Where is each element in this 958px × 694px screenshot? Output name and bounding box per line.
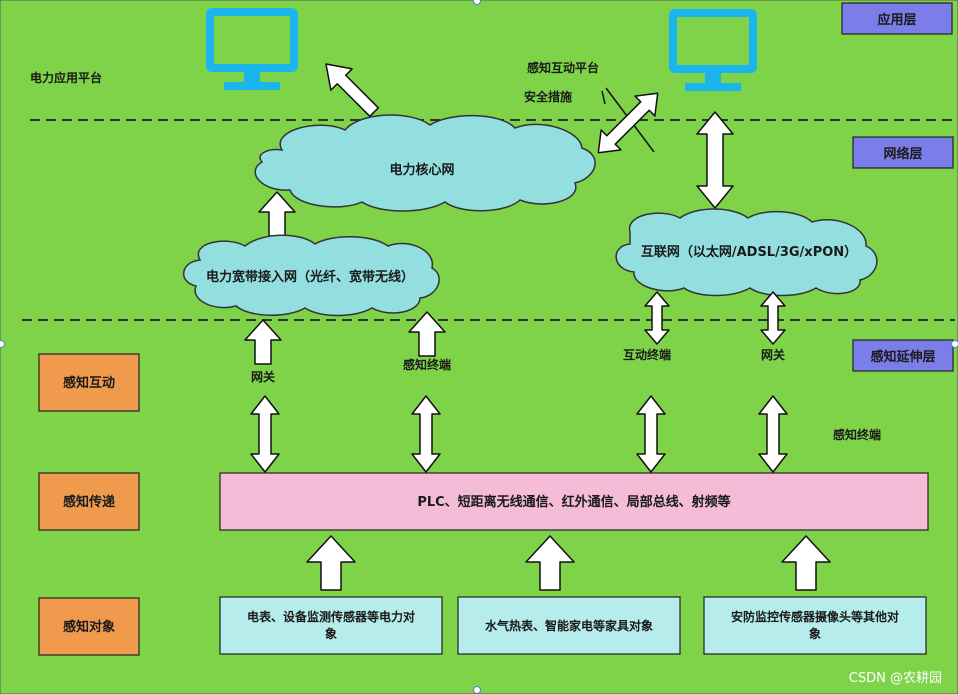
object-box-power-line1: 电表、设备监测传感器等电力对 [247, 609, 415, 624]
selection-handle-left[interactable] [0, 340, 5, 348]
interaction-platform-label: 感知互动平台 [527, 60, 599, 75]
object-box-security-line2: 象 [809, 626, 821, 641]
transport-bar: PLC、短距离无线通信、红外通信、局部总线、射频等 [219, 472, 929, 531]
arrow-gateway-internet [760, 291, 786, 345]
arrow-objects-power [306, 535, 356, 591]
cloud-core-network-text: 电力核心网 [389, 162, 454, 178]
layer-tag-network: 网络层 [852, 136, 954, 169]
label-gateway-right: 网关 [761, 347, 785, 362]
arrow-objects-home [525, 535, 575, 591]
monitor-icon [669, 9, 757, 91]
object-box-power-line2: 象 [325, 626, 337, 641]
security-label: 安全措施 [524, 89, 572, 104]
cloud-broadband-network-text: 电力宽带接入网（光纤、宽带无线） [206, 269, 414, 285]
selection-handle-top[interactable] [473, 0, 481, 5]
object-box-home-text: 水气热表、智能家电等家具对象 [485, 618, 653, 633]
label-terminal-mid: 感知终端 [403, 357, 451, 372]
cloud-broadband-network: 电力宽带接入网（光纤、宽带无线） [183, 234, 440, 317]
power-app-platform-label: 电力应用平台 [30, 70, 102, 85]
arrow-internet-monitor [696, 111, 734, 209]
monitor-icon [206, 8, 298, 90]
arrow-core-interaction [597, 92, 659, 154]
object-box-home: 水气热表、智能家电等家具对象 [457, 596, 681, 655]
layer-tag-network-text: 网络层 [883, 146, 922, 162]
cloud-core-network: 电力核心网 [254, 114, 596, 212]
object-box-power: 电表、设备监测传感器等电力对 象 [219, 596, 443, 655]
arrow-interact-terminal-internet [644, 291, 670, 345]
security-slash-small [601, 90, 606, 105]
cloud-internet-text: 互联网（以太网/ADSL/3G/xPON） [641, 244, 857, 260]
label-interact-terminal: 互动终端 [623, 347, 671, 362]
arrow-bar-gateway-left [250, 395, 280, 473]
layer-tag-application-text: 应用层 [877, 12, 916, 28]
watermark: CSDN @农耕园 [849, 670, 942, 686]
arrow-core-to-app [325, 63, 380, 118]
label-gateway-left: 网关 [251, 369, 275, 384]
arrow-objects-security [781, 535, 831, 591]
side-box-transfer-text: 感知传递 [63, 494, 115, 510]
selection-handle-bottom[interactable] [473, 686, 481, 694]
layer-tag-extension-text: 感知延伸层 [870, 349, 935, 365]
layer-tag-application: 应用层 [841, 2, 953, 35]
side-box-interaction: 感知互动 [38, 353, 140, 412]
selection-handle-right[interactable] [951, 340, 958, 348]
cloud-internet: 互联网（以太网/ADSL/3G/xPON） [615, 208, 878, 297]
object-box-security: 安防监控传感器摄像头等其他对 象 [703, 596, 927, 655]
side-box-interaction-text: 感知互动 [63, 375, 115, 391]
arrow-bar-terminal-mid [411, 395, 441, 473]
arrow-bar-gateway-right [758, 395, 788, 473]
transport-bar-text: PLC、短距离无线通信、红外通信、局部总线、射频等 [417, 494, 730, 510]
side-box-objects: 感知对象 [38, 597, 140, 656]
layer-tag-extension: 感知延伸层 [852, 339, 954, 372]
side-box-transfer: 感知传递 [38, 472, 140, 531]
object-box-security-line1: 安防监控传感器摄像头等其他对 [731, 609, 899, 624]
side-box-objects-text: 感知对象 [63, 619, 115, 635]
arrow-bar-interact-terminal [636, 395, 666, 473]
label-terminal-right: 感知终端 [833, 427, 881, 442]
